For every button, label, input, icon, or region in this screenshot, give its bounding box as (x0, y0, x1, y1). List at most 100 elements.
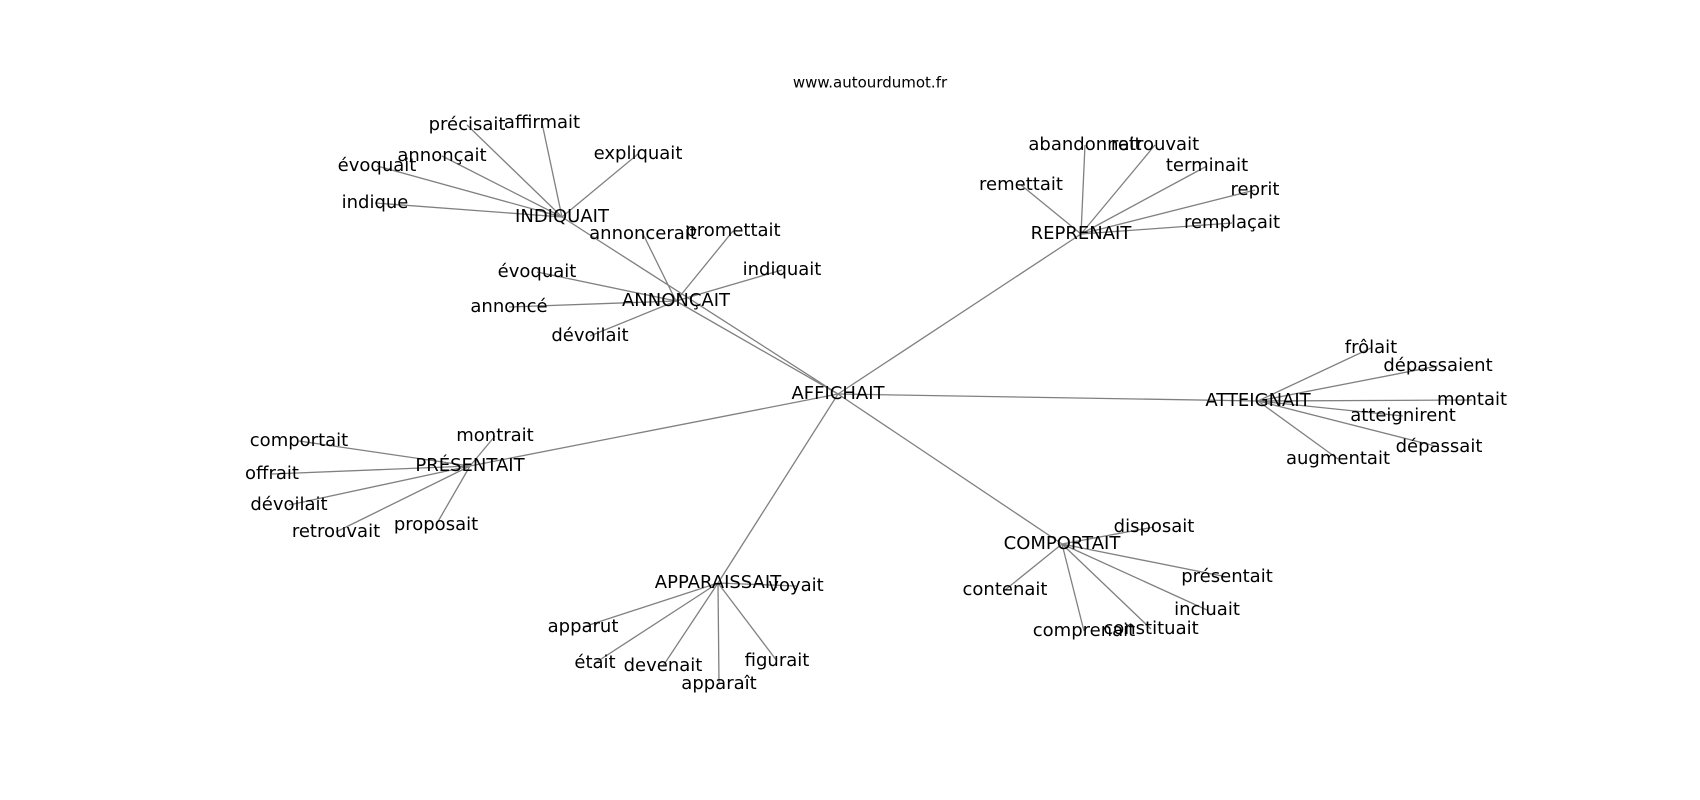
edge-center-presentait (469, 393, 839, 467)
related-word-node[interactable]: évoquait (498, 261, 577, 282)
related-word-node[interactable]: dévoilait (250, 494, 327, 515)
related-word-node[interactable]: remettait (979, 174, 1063, 195)
related-word-node[interactable]: atteignirent (1350, 405, 1456, 426)
edge-atteignait-word (1257, 399, 1473, 402)
edge-center-indiquait (561, 216, 839, 395)
center-word-node[interactable]: AFFICHAIT (791, 383, 885, 404)
edge-indiquait-word (441, 155, 563, 218)
related-word-node[interactable]: présentait (1181, 566, 1273, 587)
related-word-node[interactable]: terminait (1166, 155, 1248, 176)
edge-center-apparaissait (717, 393, 839, 584)
synonym-hub-node[interactable]: ANNONÇAIT (622, 290, 731, 311)
edge-indiquait-word (374, 202, 563, 218)
related-word-node[interactable]: proposait (394, 514, 478, 535)
related-word-node[interactable]: contenait (963, 579, 1048, 600)
related-word-node[interactable]: disposait (1114, 516, 1195, 537)
related-word-node[interactable]: indiquait (743, 259, 822, 280)
synonym-hub-node[interactable]: REPRENAIT (1031, 223, 1133, 244)
related-word-node[interactable]: précisait (429, 114, 506, 135)
related-word-node[interactable]: frôlait (1345, 337, 1397, 358)
related-word-node[interactable]: incluait (1174, 599, 1240, 620)
related-word-node[interactable]: annoncerait (589, 223, 697, 244)
edge-indiquait-word (376, 165, 563, 218)
synonym-hub-node[interactable]: COMPORTAIT (1004, 533, 1122, 554)
related-word-node[interactable]: offrait (245, 463, 299, 484)
edge-comportait-word (1061, 526, 1155, 545)
edge-comportait-word (1061, 543, 1208, 611)
graph-edges (271, 122, 1473, 685)
edge-center-reprenait (837, 233, 1082, 395)
related-word-node[interactable]: promettait (685, 220, 780, 241)
related-word-node[interactable]: figurait (745, 650, 810, 671)
edge-apparaissait-word (594, 582, 719, 664)
edge-atteignait-word (1257, 347, 1372, 402)
related-word-node[interactable]: montrait (456, 425, 534, 446)
related-word-node[interactable]: affirmait (504, 112, 580, 133)
edge-center-atteignait (837, 393, 1259, 402)
related-word-node[interactable]: retrouvait (292, 521, 380, 542)
related-word-node[interactable]: annonçait (397, 145, 486, 166)
synonym-hub-node[interactable]: ATTEIGNAIT (1205, 390, 1311, 411)
related-word-node[interactable]: annoncé (470, 296, 547, 317)
related-word-node[interactable]: comprenait (1033, 620, 1135, 641)
edge-indiquait-word (541, 122, 563, 218)
related-word-node[interactable]: évoquait (338, 155, 417, 176)
edge-presentait-word (335, 465, 471, 533)
edge-presentait-word (271, 465, 471, 475)
edge-indiquait-word (561, 153, 639, 218)
related-word-node[interactable]: remplaçait (1184, 212, 1280, 233)
synonym-hub-node[interactable]: INDIQUAIT (515, 206, 610, 227)
related-word-node[interactable]: dépassaient (1383, 355, 1492, 376)
related-word-node[interactable]: apparut (548, 616, 619, 637)
related-word-node[interactable]: montait (1437, 389, 1507, 410)
edge-comportait-word (1061, 543, 1228, 578)
edge-atteignait-word (1257, 365, 1439, 402)
edge-presentait-word (469, 435, 496, 467)
edge-atteignait-word (1257, 400, 1404, 417)
related-word-node[interactable]: était (574, 652, 615, 673)
edge-center-annoncait (675, 300, 839, 395)
edge-annoncait-word (536, 271, 677, 302)
edge-apparaissait-word (717, 582, 778, 662)
edge-annoncait-word (675, 269, 783, 302)
related-word-node[interactable]: retrouvait (1111, 134, 1199, 155)
synonym-hub-node[interactable]: APPARAISSAIT (655, 572, 782, 593)
edge-apparaissait-word (717, 582, 720, 685)
graph-labels: www.autourdumot.fr AFFICHAIT précisaitaff… (245, 74, 1507, 695)
related-word-node[interactable]: comportait (250, 430, 348, 451)
related-word-node[interactable]: constituait (1103, 618, 1198, 639)
edge-annoncait-word (642, 233, 677, 302)
edge-reprenait-word (1080, 144, 1156, 235)
related-word-node[interactable]: expliquait (594, 143, 683, 164)
related-word-node[interactable]: voyait (768, 575, 823, 596)
edge-apparaissait-word (582, 582, 719, 628)
related-word-node[interactable]: reprit (1231, 179, 1280, 200)
edge-annoncait-word (589, 300, 677, 337)
edge-comportait-word (1061, 543, 1152, 630)
edge-presentait-word (288, 465, 471, 506)
related-word-node[interactable]: devenait (624, 655, 703, 676)
related-word-node[interactable]: augmentait (1286, 448, 1390, 469)
edge-comportait-word (1004, 543, 1063, 591)
related-word-node[interactable]: abandonnait (1028, 134, 1141, 155)
edge-presentait-word (298, 440, 471, 467)
edge-annoncait-word (675, 230, 734, 302)
edge-indiquait-word (466, 124, 563, 218)
edge-apparaissait-word (717, 582, 797, 587)
related-word-node[interactable]: dévoilait (551, 325, 628, 346)
related-word-node[interactable]: dépassait (1396, 436, 1483, 457)
related-word-node[interactable]: indique (342, 192, 409, 213)
related-word-node[interactable]: apparaît (681, 673, 756, 694)
edge-reprenait-word (1080, 222, 1233, 235)
edge-reprenait-word (1080, 189, 1256, 235)
site-url: www.autourdumot.fr (793, 74, 948, 92)
edge-atteignait-word (1257, 400, 1339, 460)
edge-comportait-word (1061, 543, 1085, 632)
edge-reprenait-word (1080, 144, 1086, 235)
edge-center-comportait (837, 393, 1063, 545)
edge-atteignait-word (1257, 400, 1440, 448)
synonym-hub-node[interactable]: PRÉSENTAIT (415, 454, 525, 476)
edge-reprenait-word (1020, 184, 1082, 235)
